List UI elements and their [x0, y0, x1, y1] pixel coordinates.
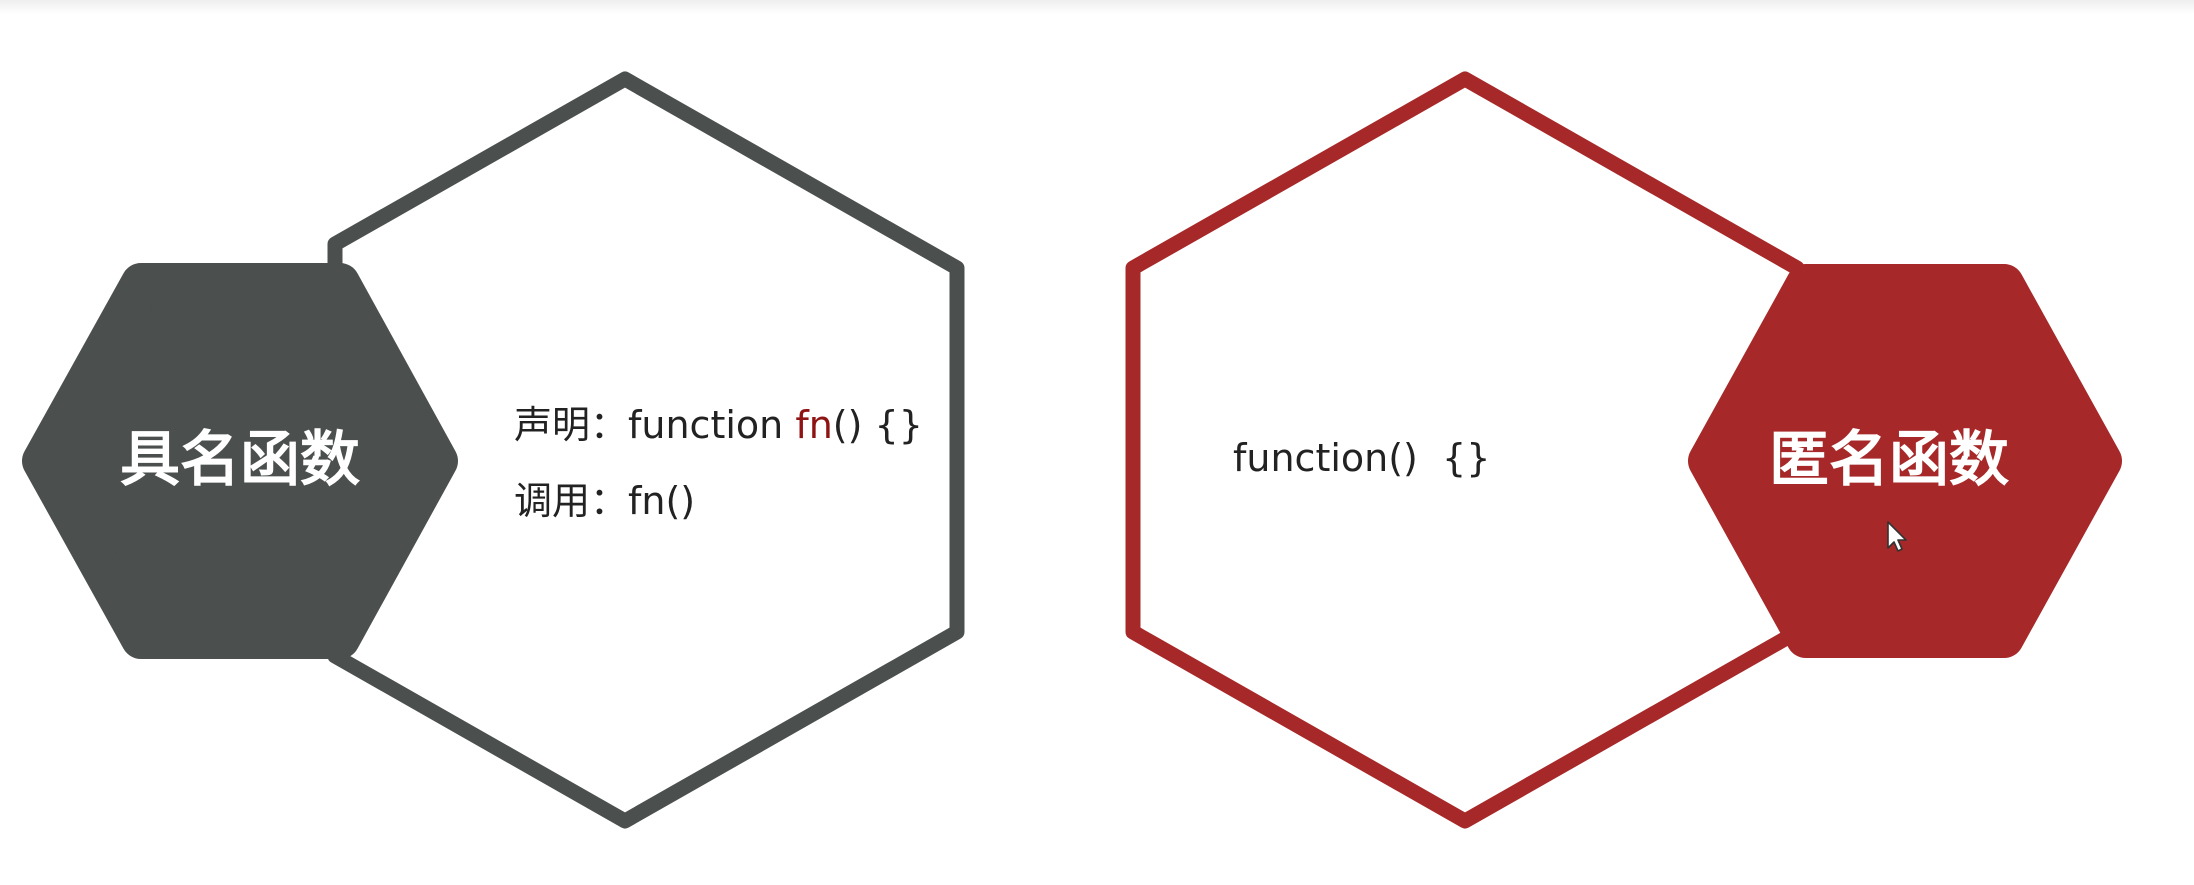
anonymous-function-code: function() {}	[1233, 436, 1490, 480]
declaration-code-prefix: function	[628, 403, 795, 447]
declaration-line: 声明：function fn() {}	[514, 403, 923, 447]
declaration-function-name: fn	[795, 403, 832, 447]
anonymous-function-badge-label: 匿名函数	[1769, 425, 2009, 495]
call-code: fn()	[628, 479, 695, 523]
named-function-badge-hexagon	[22, 263, 458, 659]
declaration-label: 声明：	[514, 403, 628, 447]
named-function-outline-hexagon	[327, 71, 965, 829]
top-edge-shade	[0, 0, 2194, 14]
call-line: 调用：fn()	[514, 479, 695, 523]
declaration-code-suffix: () {}	[833, 403, 923, 447]
call-label: 调用：	[514, 479, 628, 523]
named-function-badge-label: 具名函数	[120, 425, 360, 495]
anonymous-function-badge-hexagon	[1688, 264, 2122, 658]
mouse-pointer-icon	[1887, 521, 1907, 552]
